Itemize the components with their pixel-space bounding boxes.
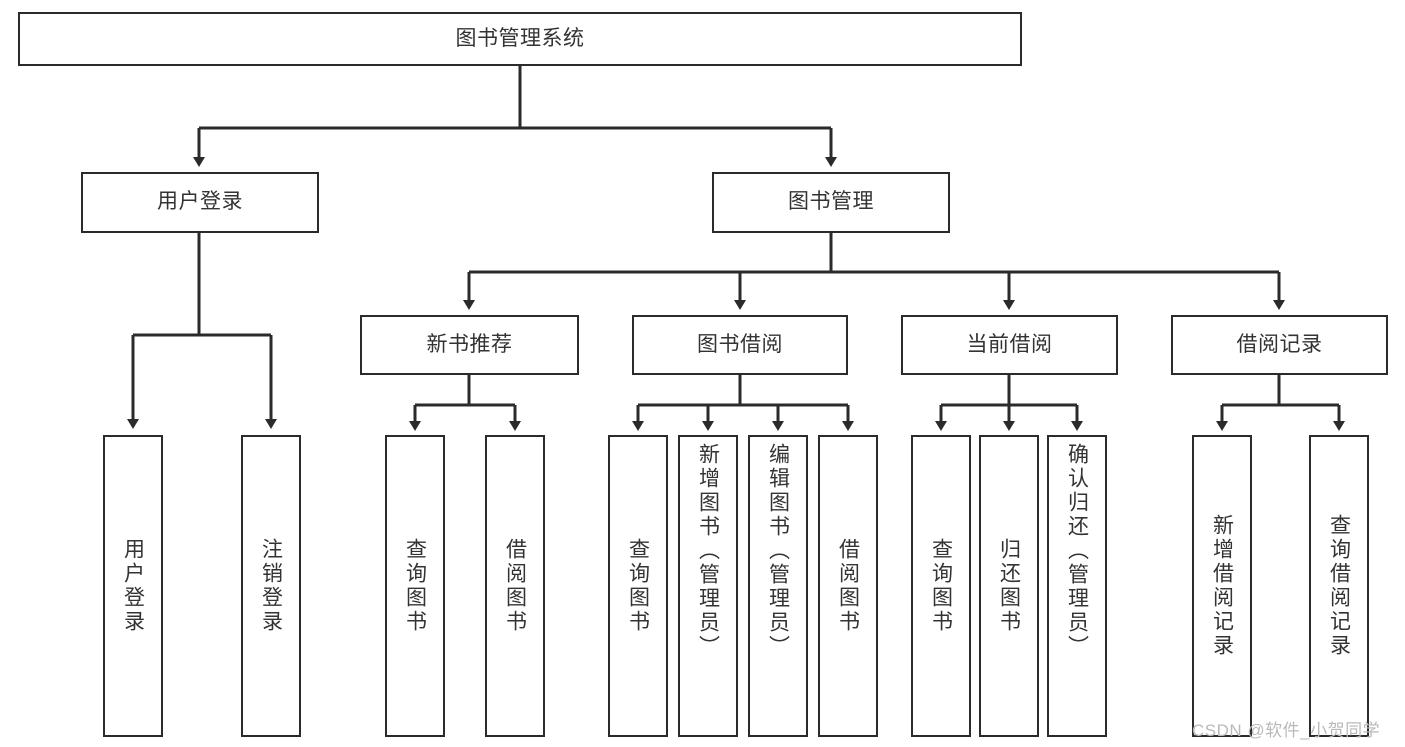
node-current-borrow[interactable]: 当前借阅 (901, 315, 1118, 375)
node-leaf-current-query-book[interactable]: 查询图书 (911, 435, 971, 737)
node-leaf-record-add[interactable]: 新增借阅记录 (1192, 435, 1252, 737)
node-book-manage[interactable]: 图书管理 (712, 172, 950, 233)
node-new-book-recommend-label: 新书推荐 (426, 332, 513, 356)
node-leaf-logout-label: 注销登录 (259, 538, 283, 634)
node-leaf-borrow-borrow-book-label: 借阅图书 (836, 538, 860, 634)
node-leaf-current-confirm-return[interactable]: 确认归还（管理员） (1047, 435, 1107, 737)
node-borrow-record[interactable]: 借阅记录 (1171, 315, 1388, 375)
node-book-borrow[interactable]: 图书借阅 (632, 315, 848, 375)
node-leaf-user-login[interactable]: 用户登录 (103, 435, 163, 737)
node-leaf-borrow-add-book-label: 新增图书（管理员） (696, 443, 720, 659)
node-leaf-borrow-edit-book[interactable]: 编辑图书（管理员） (748, 435, 808, 737)
node-leaf-current-confirm-return-label: 确认归还（管理员） (1065, 443, 1089, 659)
node-leaf-recommend-query-book[interactable]: 查询图书 (385, 435, 445, 737)
node-leaf-recommend-borrow-book-label: 借阅图书 (503, 538, 527, 634)
node-root-label: 图书管理系统 (455, 26, 585, 50)
node-leaf-current-query-book-label: 查询图书 (929, 538, 953, 634)
node-root[interactable]: 图书管理系统 (18, 12, 1022, 66)
node-leaf-record-query[interactable]: 查询借阅记录 (1309, 435, 1369, 737)
node-user-login[interactable]: 用户登录 (81, 172, 319, 233)
node-leaf-user-login-label: 用户登录 (121, 538, 145, 634)
node-current-borrow-label: 当前借阅 (966, 332, 1053, 356)
node-leaf-borrow-add-book[interactable]: 新增图书（管理员） (678, 435, 738, 737)
node-leaf-logout[interactable]: 注销登录 (241, 435, 301, 737)
node-borrow-record-label: 借阅记录 (1236, 332, 1323, 356)
node-leaf-record-add-label: 新增借阅记录 (1210, 514, 1234, 658)
node-book-manage-label: 图书管理 (788, 190, 874, 214)
node-leaf-recommend-borrow-book[interactable]: 借阅图书 (485, 435, 545, 737)
node-book-borrow-label: 图书借阅 (697, 332, 783, 356)
node-leaf-borrow-edit-book-label: 编辑图书（管理员） (766, 443, 790, 659)
node-new-book-recommend[interactable]: 新书推荐 (360, 315, 579, 375)
node-user-login-label: 用户登录 (157, 190, 243, 214)
node-leaf-current-return-book-label: 归还图书 (997, 538, 1021, 634)
node-leaf-borrow-query-book-label: 查询图书 (626, 538, 650, 634)
node-leaf-borrow-query-book[interactable]: 查询图书 (608, 435, 668, 737)
node-leaf-recommend-query-book-label: 查询图书 (403, 538, 427, 634)
node-leaf-current-return-book[interactable]: 归还图书 (979, 435, 1039, 737)
node-leaf-record-query-label: 查询借阅记录 (1327, 514, 1351, 658)
node-leaf-borrow-borrow-book[interactable]: 借阅图书 (818, 435, 878, 737)
